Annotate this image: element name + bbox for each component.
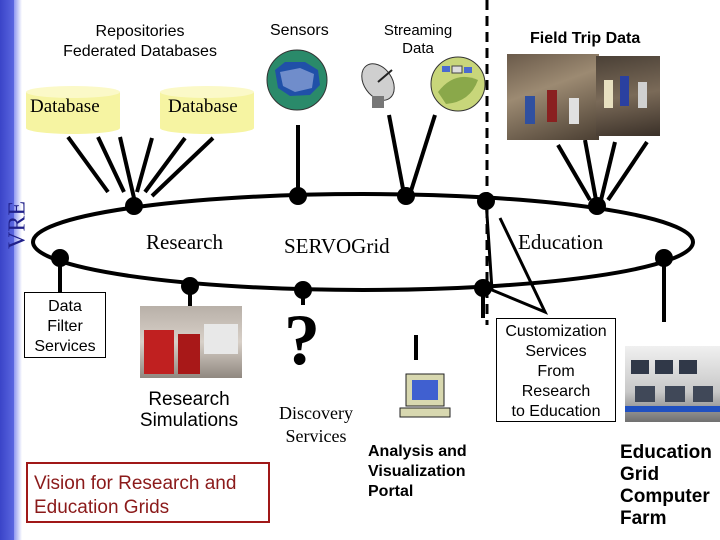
analysis-portal-label: Analysis and Visualization Portal [368,442,467,502]
usa-map-icon [266,49,328,111]
satellite-dish-icon [361,63,395,108]
field-trip-photo-2 [596,56,660,136]
portal-line3: Portal [368,483,414,500]
database-label-2: Database [168,96,238,117]
discovery-services-label: Discovery Services [268,402,364,448]
customization-line3: From [537,363,575,380]
customization-line5: to Education [511,403,601,420]
servogrid-label: SERVOGrid [284,234,390,258]
portal-line2: Visualization [368,463,466,480]
database-links [66,135,215,199]
farm-line3: Computer [620,486,710,507]
education-label: Education [518,230,604,254]
filter-line1: Data [48,298,82,315]
customization-line4: Research [521,383,591,400]
vision-box: Vision for Research and Education Grids [26,462,270,523]
fieldtrip-links [556,139,649,202]
repositories-title-line2: Federated Databases [63,43,217,60]
portal-line1: Analysis and [368,443,467,460]
vision-line2: Education Grids [34,497,170,518]
farm-line2: Grid [620,464,660,485]
streaming-data-label: Streaming Data [370,22,466,58]
filter-line3: Services [34,338,96,355]
field-trip-photo-1 [507,54,599,140]
database-label-1: Database [30,96,100,117]
customization-line2: Services [525,343,587,360]
question-mark-icon: ? [284,300,320,380]
simulations-line1: Research [148,389,230,410]
repositories-title-line1: Repositories [95,23,185,40]
streaming-label-line1: Streaming [383,22,453,39]
grid-ring [31,192,695,292]
data-filter-services-box: Data Filter Services [24,292,106,358]
education-farm-label: Education Grid Computer Farm [620,442,712,530]
customization-line1: Customization [505,323,607,340]
sensors-label: Sensors [270,22,329,39]
research-label: Research [146,230,223,254]
vision-line1: Vision for Research and [34,473,237,494]
research-simulations-photo [140,306,242,378]
database-cylinder-2 [160,86,254,134]
field-trip-label: Field Trip Data [530,30,641,47]
customization-services-box: Customization Services From Research to … [496,318,616,422]
computer-icon [399,373,451,418]
sensor-links [296,114,437,195]
research-simulations-label: Research Simulations [126,389,252,431]
sidebar-bar [0,0,14,540]
discovery-line2: Services [285,426,347,446]
satellite-globe-icon [430,56,486,112]
sidebar-gradient [14,0,22,540]
farm-line4: Farm [620,508,667,529]
repositories-title: Repositories Federated Databases [40,22,240,62]
customization-links [484,199,549,315]
education-farm-photo [625,346,720,422]
farm-line1: Education [620,442,712,463]
streaming-label-line2: Data [402,40,434,57]
simulations-line2: Simulations [139,410,239,431]
discovery-line1: Discovery [279,403,353,423]
database-cylinder-1 [26,86,120,134]
filter-line2: Filter [47,318,83,335]
